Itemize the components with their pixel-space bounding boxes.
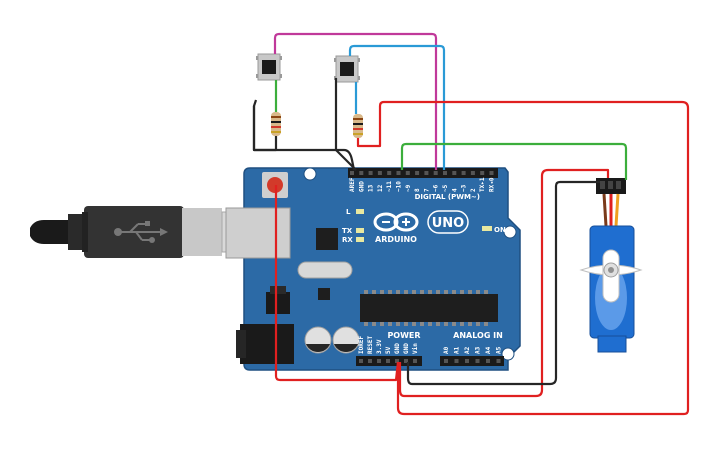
digital-pin-label: TX▸1 <box>479 177 486 192</box>
analog-pin-4[interactable] <box>486 359 490 363</box>
led-rx-label: RX <box>342 236 353 244</box>
analog-label: ANALOG IN <box>453 331 503 340</box>
analog-pin-1[interactable] <box>454 359 459 363</box>
wire-green-servo <box>400 142 628 180</box>
board-model: UNO <box>432 216 465 231</box>
digital-pin-label: 12 <box>377 184 384 192</box>
digital-pin-1[interactable] <box>359 171 364 175</box>
analog-pin-label: A5 <box>496 346 503 354</box>
led-l-label: L <box>346 208 351 216</box>
pushbutton-2[interactable] <box>334 55 360 83</box>
analog-pin-5[interactable] <box>496 359 501 363</box>
digital-pin-label: AREF <box>349 177 356 192</box>
digital-pin-3[interactable] <box>377 171 382 175</box>
digital-pin-label: ~6 <box>433 184 440 192</box>
power-pin-label: GND <box>394 343 401 354</box>
digital-pin-10[interactable] <box>443 171 447 175</box>
digital-pin-label: 4 <box>451 188 458 192</box>
digital-pin-15[interactable] <box>489 171 494 175</box>
digital-pin-label: ~11 <box>386 181 393 192</box>
power-pin-label: RESET <box>367 336 374 354</box>
digital-pin-label: 7 <box>423 188 430 192</box>
power-pin-label: GND <box>403 343 410 354</box>
led-tx-label: TX <box>342 227 353 235</box>
wire-red-5v <box>356 100 690 416</box>
analog-pin-label: A2 <box>464 346 471 354</box>
digital-pin-5[interactable] <box>396 171 401 175</box>
analog-pin-0[interactable] <box>444 359 448 363</box>
power-pin-label: Vin <box>412 343 419 354</box>
power-pin-2[interactable] <box>377 359 381 363</box>
analog-pin-2[interactable] <box>465 359 469 363</box>
digital-pin-8[interactable] <box>424 171 429 175</box>
arduino-logo-icon <box>373 212 419 232</box>
digital-pin-4[interactable] <box>387 171 392 175</box>
power-pin-1[interactable] <box>368 359 372 363</box>
digital-pin-label: 2 <box>470 188 477 192</box>
digital-pin-9[interactable] <box>433 171 438 175</box>
power-pin-5[interactable] <box>404 359 408 363</box>
usb-icon <box>114 221 168 243</box>
digital-pin-label: ~9 <box>405 184 412 192</box>
wire-red-servo <box>398 168 610 398</box>
analog-header <box>440 356 504 366</box>
analog-pin-label: A0 <box>443 346 450 354</box>
analog-pin-label: A4 <box>485 346 492 354</box>
power-label: POWER <box>387 331 420 340</box>
power-pin-label: IOREF <box>358 336 365 354</box>
resistor-2 <box>353 114 363 138</box>
digital-pin-11[interactable] <box>452 171 457 175</box>
wire-magenta <box>273 32 438 170</box>
power-pin-3[interactable] <box>386 359 390 363</box>
digital-pin-label: ~10 <box>396 181 403 192</box>
wire-red-left <box>274 185 400 382</box>
digital-pin-label: 13 <box>368 184 375 192</box>
wires <box>252 32 690 416</box>
digital-pin-14[interactable] <box>480 171 485 175</box>
analog-pin-label: A3 <box>475 346 482 354</box>
digital-pin-13[interactable] <box>470 171 475 175</box>
power-pin-label: 3.3V <box>376 339 383 354</box>
analog-pin-3[interactable] <box>475 359 480 363</box>
power-pin-label: 5V <box>385 346 392 354</box>
digital-pin-7[interactable] <box>415 171 420 175</box>
power-pin-4[interactable] <box>395 359 399 363</box>
pushbutton-1[interactable] <box>256 53 282 81</box>
digital-pin-label: ~5 <box>442 184 449 192</box>
servo-motor <box>579 178 643 353</box>
digital-pin-0[interactable] <box>350 171 354 175</box>
digital-pin-label: RX◂0 <box>489 177 496 192</box>
wire-black-servo <box>406 180 600 386</box>
on-label: ON <box>494 226 506 234</box>
wire-blue <box>348 44 446 170</box>
digital-pin-label: 8 <box>414 188 421 192</box>
digital-pin-label: ~3 <box>461 184 468 192</box>
digital-pin-12[interactable] <box>461 171 466 175</box>
power-pin-6[interactable] <box>413 359 417 363</box>
resistor-1 <box>271 112 281 136</box>
digital-pin-label: GND <box>358 181 365 192</box>
digital-header <box>348 168 498 178</box>
digital-header-label: DIGITAL (PWM~) <box>415 193 480 201</box>
board-brand: ARDUINO <box>375 235 417 244</box>
analog-pin-label: A1 <box>454 346 461 354</box>
power-pin-0[interactable] <box>359 359 363 363</box>
wire-black-b2 <box>334 78 357 171</box>
digital-pin-6[interactable] <box>405 171 410 175</box>
digital-pin-2[interactable] <box>368 171 373 175</box>
